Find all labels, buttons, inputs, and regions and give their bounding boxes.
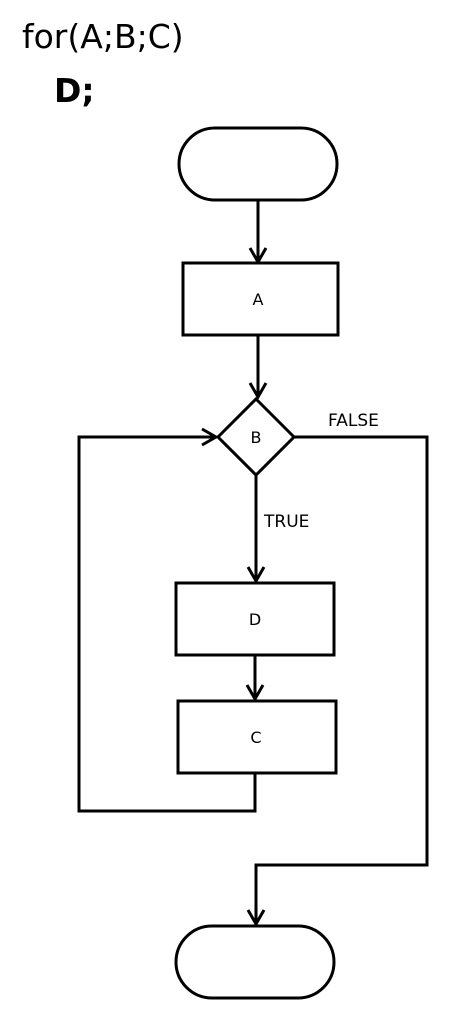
code-line-for: for(A;B;C) — [22, 17, 184, 56]
code-line-body: D; — [54, 71, 95, 110]
init-process-box — [181, 261, 340, 337]
true-edge-label: TRUE — [263, 512, 309, 532]
false-edge-label: FALSE — [328, 411, 379, 431]
update-process-box — [176, 699, 338, 775]
start-terminal — [177, 126, 339, 202]
code-snippet: for(A;B;C) D; — [0, 0, 474, 120]
arrow-update-loop-back — [77, 437, 257, 813]
init-process-label: A — [253, 290, 264, 309]
update-process-label: C — [250, 728, 261, 747]
end-terminal — [174, 924, 336, 1000]
condition-decision-label: B — [251, 428, 262, 447]
arrow-false-to-end — [256, 435, 429, 924]
body-process-label: D — [249, 610, 261, 629]
